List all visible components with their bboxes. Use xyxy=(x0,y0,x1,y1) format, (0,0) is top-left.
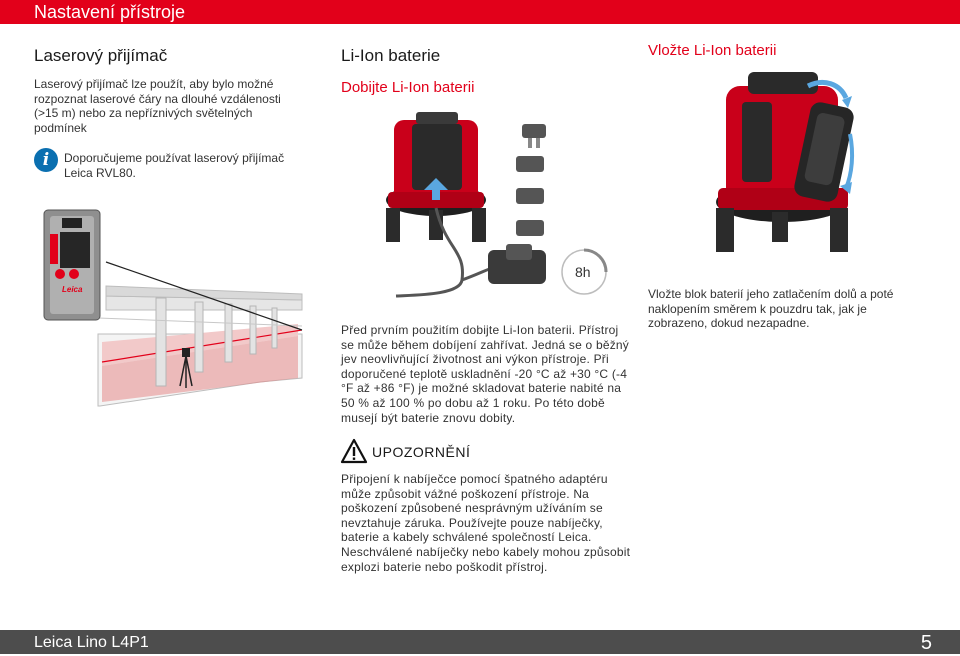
page-number: 5 xyxy=(920,632,932,654)
charge-subheading: Dobijte Li-Ion baterii xyxy=(341,79,475,96)
warning-text: Připojení k nabíječce pomocí špatného ad… xyxy=(341,472,631,574)
info-icon: i xyxy=(34,148,58,172)
charging-illustration: 8h xyxy=(386,112,608,298)
charge-paragraph: Před prvním použitím dobijte Li-Ion bate… xyxy=(341,323,629,425)
receiver-logo: Leica xyxy=(62,285,83,294)
info-note: Doporučujeme používat laserový přijímač … xyxy=(64,151,285,180)
footer-bar: Leica Lino L4P1 5 xyxy=(0,630,960,654)
timer-label: 8h xyxy=(575,264,591,280)
warning-title: UPOZORNĚNÍ xyxy=(372,444,471,460)
receiver-heading: Laserový přijímač xyxy=(34,46,168,65)
page-title: Nastavení přístroje xyxy=(34,2,186,22)
receiver-paragraph: Laserový přijímač lze použít, aby bylo m… xyxy=(34,77,281,135)
warning-triangle-icon xyxy=(340,438,368,464)
insert-battery-illustration xyxy=(716,72,855,252)
insert-paragraph: Vložte blok baterií jeho zatlačením dolů… xyxy=(648,287,894,331)
footer-product: Leica Lino L4P1 xyxy=(34,634,149,651)
insert-subheading: Vložte Li-Ion baterii xyxy=(648,42,777,59)
battery-heading: Li-Ion baterie xyxy=(341,46,441,65)
receiver-illustration: Leica xyxy=(43,209,303,407)
header-bar: Nastavení přístroje xyxy=(0,0,960,24)
